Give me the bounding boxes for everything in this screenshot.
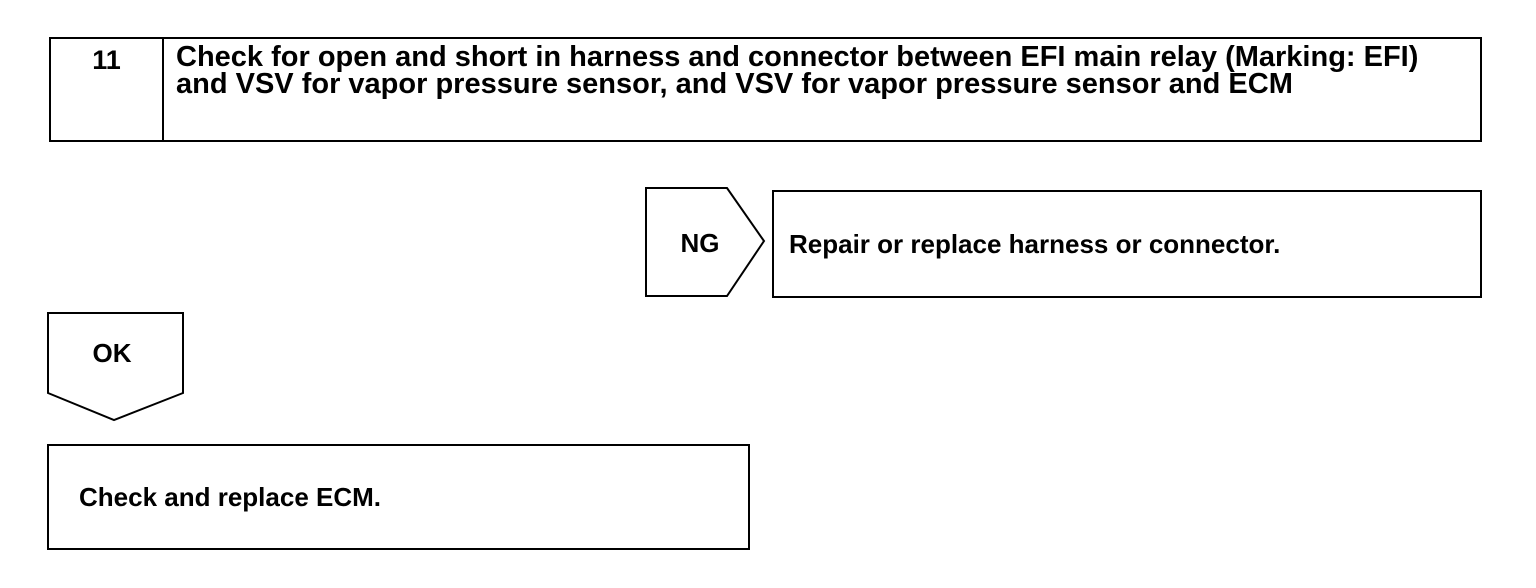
step-header-box: 11 Check for open and short in harness a… bbox=[49, 37, 1482, 142]
step-number: 11 bbox=[51, 39, 164, 140]
ng-result-box: Repair or replace harness or connector. bbox=[772, 190, 1482, 298]
step-description: Check for open and short in harness and … bbox=[176, 41, 1419, 100]
ok-result-box: Check and replace ECM. bbox=[47, 444, 750, 550]
ng-label: NG bbox=[680, 228, 720, 258]
ok-label: OK bbox=[92, 338, 132, 368]
